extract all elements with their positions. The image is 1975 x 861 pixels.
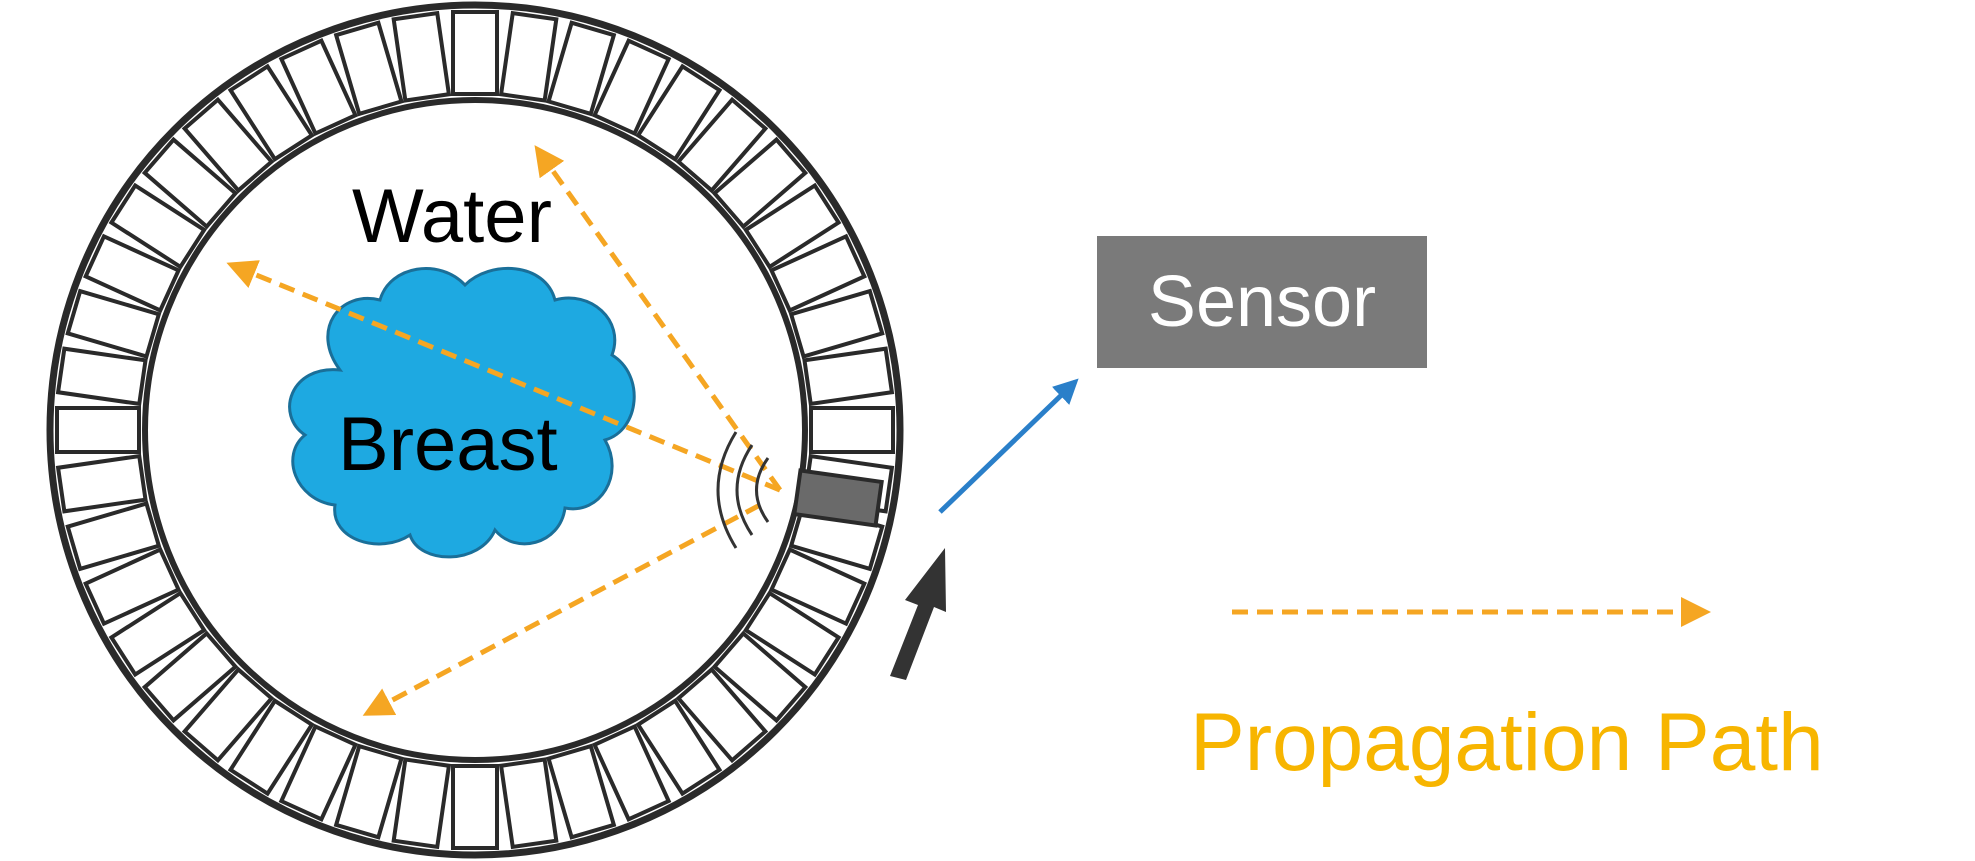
signal-arrow — [938, 378, 1079, 514]
transducer-element — [391, 10, 452, 103]
sound-wave-icon — [716, 431, 770, 549]
transducer-element — [675, 666, 769, 764]
breast-label: Breast — [338, 402, 558, 487]
transducer-element — [333, 743, 404, 840]
transducer-element — [498, 10, 559, 103]
sensor-label: Sensor — [1148, 262, 1376, 342]
transducer-element — [108, 590, 207, 678]
ring-outer-circle — [46, 1, 904, 859]
transducer-elements — [55, 10, 895, 850]
transducer-element — [546, 20, 617, 117]
transducer-element — [768, 546, 867, 627]
transducer-element — [141, 630, 239, 724]
transducer-element — [333, 20, 404, 117]
transducer-element — [546, 743, 617, 840]
transducer-element — [65, 501, 162, 572]
transducer-element — [55, 453, 148, 514]
transducer-element — [278, 723, 359, 822]
transducer-element — [278, 38, 359, 137]
transducer-element — [391, 757, 452, 850]
transducer-element — [451, 764, 499, 850]
transducer-element — [83, 233, 182, 314]
active-transducer — [792, 468, 884, 528]
transducer-element — [711, 630, 809, 724]
transducer-element — [635, 63, 723, 162]
transducer-element — [55, 406, 141, 454]
transducer-element — [65, 288, 162, 359]
transducer-element — [498, 757, 559, 850]
transducer-ring — [46, 1, 904, 859]
transducer-element — [802, 346, 895, 407]
transducer-element — [635, 698, 723, 797]
transducer-element — [227, 63, 315, 162]
propagation-paths — [226, 145, 783, 716]
breast-shape — [288, 266, 636, 559]
transducer-element — [108, 182, 207, 270]
transducer-element — [675, 96, 769, 194]
transducer-element — [83, 546, 182, 627]
transducer-element — [591, 38, 672, 137]
transducer-element — [788, 288, 885, 359]
ring-inner-circle — [142, 97, 808, 763]
transducer-element — [451, 10, 499, 96]
transducer-element — [227, 698, 315, 797]
propagation-path-top — [534, 145, 783, 492]
transducer-element — [768, 233, 867, 314]
transducer-element — [743, 590, 842, 678]
sensor-box: Sensor — [1097, 236, 1427, 368]
transducer-element — [141, 136, 239, 230]
transducer-element — [809, 406, 895, 454]
breast-cloud — [288, 266, 636, 559]
legend-label: Propagation Path — [1190, 697, 1824, 788]
transducer-element — [181, 96, 275, 194]
transducer-element — [743, 182, 842, 270]
transducer-element — [181, 666, 275, 764]
water-label: Water — [352, 174, 552, 259]
legend: Propagation Path — [1190, 597, 1824, 788]
transducer-element — [711, 136, 809, 230]
transducer-element — [55, 346, 148, 407]
transducer-element — [591, 723, 672, 822]
sensor-rect — [1097, 236, 1427, 368]
rotation-arrow-icon — [890, 548, 946, 680]
